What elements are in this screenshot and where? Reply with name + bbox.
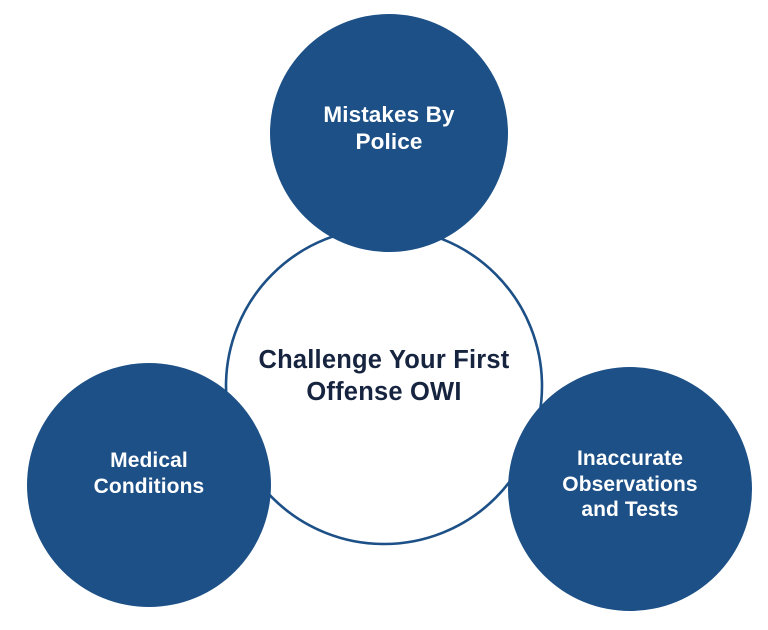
node-circle-inaccurate-observations-and-tests[interactable] bbox=[508, 367, 752, 611]
node-label-inaccurate-observations-and-tests: Inaccurate Observations and Tests bbox=[562, 447, 698, 522]
node-circle-medical-conditions[interactable] bbox=[27, 363, 271, 607]
diagram-center-title: Challenge Your First Offense OWI bbox=[258, 346, 510, 407]
node-label-mistakes-by-police: Mistakes By Police bbox=[323, 102, 455, 155]
node-label-medical-conditions: Medical Conditions bbox=[93, 449, 205, 498]
node-circle-mistakes-by-police[interactable] bbox=[270, 14, 508, 252]
